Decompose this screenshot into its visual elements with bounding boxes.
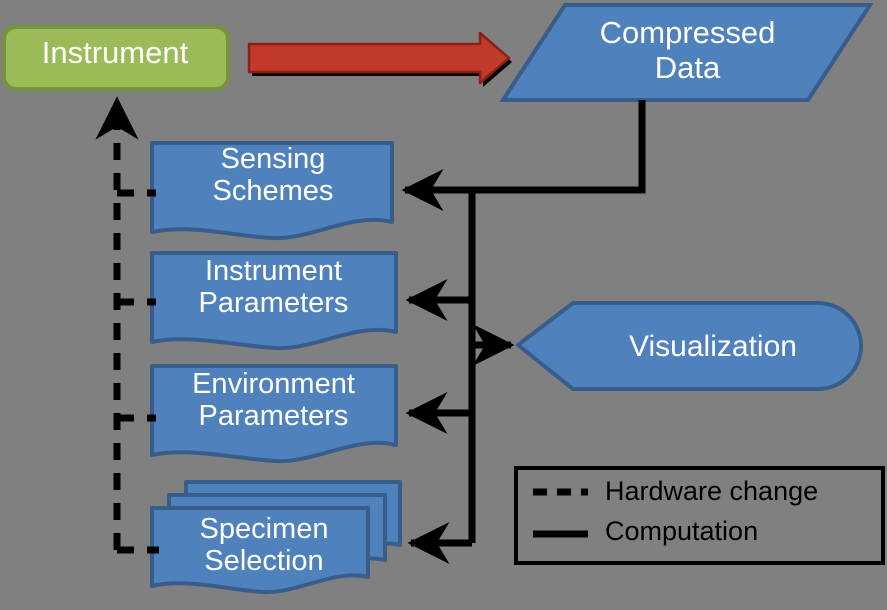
hardware-change-connectors (95, 96, 159, 554)
legend (514, 466, 885, 565)
node-instrument-parameters[interactable] (150, 251, 398, 351)
arrow-instrument-to-compressed-data (247, 31, 512, 87)
environment-parameters-shape (150, 364, 398, 464)
node-compressed-data[interactable] (499, 2, 874, 102)
node-instrument[interactable] (2, 25, 230, 91)
connector-compressed-to-trunk (472, 100, 646, 194)
instrument-box-shape (2, 25, 230, 91)
compressed-data-shape (499, 2, 874, 102)
legend-item-computation-label: Computation (605, 516, 759, 546)
node-sensing-schemes[interactable] (150, 141, 394, 241)
legend-border (514, 466, 885, 565)
instrument-parameters-shape (150, 251, 398, 351)
legend-item-hardware-change-label: Hardware change (605, 476, 819, 506)
node-environment-parameters[interactable] (150, 364, 398, 464)
node-visualization[interactable] (516, 301, 863, 391)
sensing-schemes-shape (150, 141, 394, 241)
visualization-shape (516, 301, 863, 391)
specimen-selection-shape-front (150, 506, 370, 595)
red-arrow-body (247, 31, 511, 85)
node-specimen-selection[interactable] (150, 480, 402, 595)
computation-connectors (401, 100, 646, 564)
